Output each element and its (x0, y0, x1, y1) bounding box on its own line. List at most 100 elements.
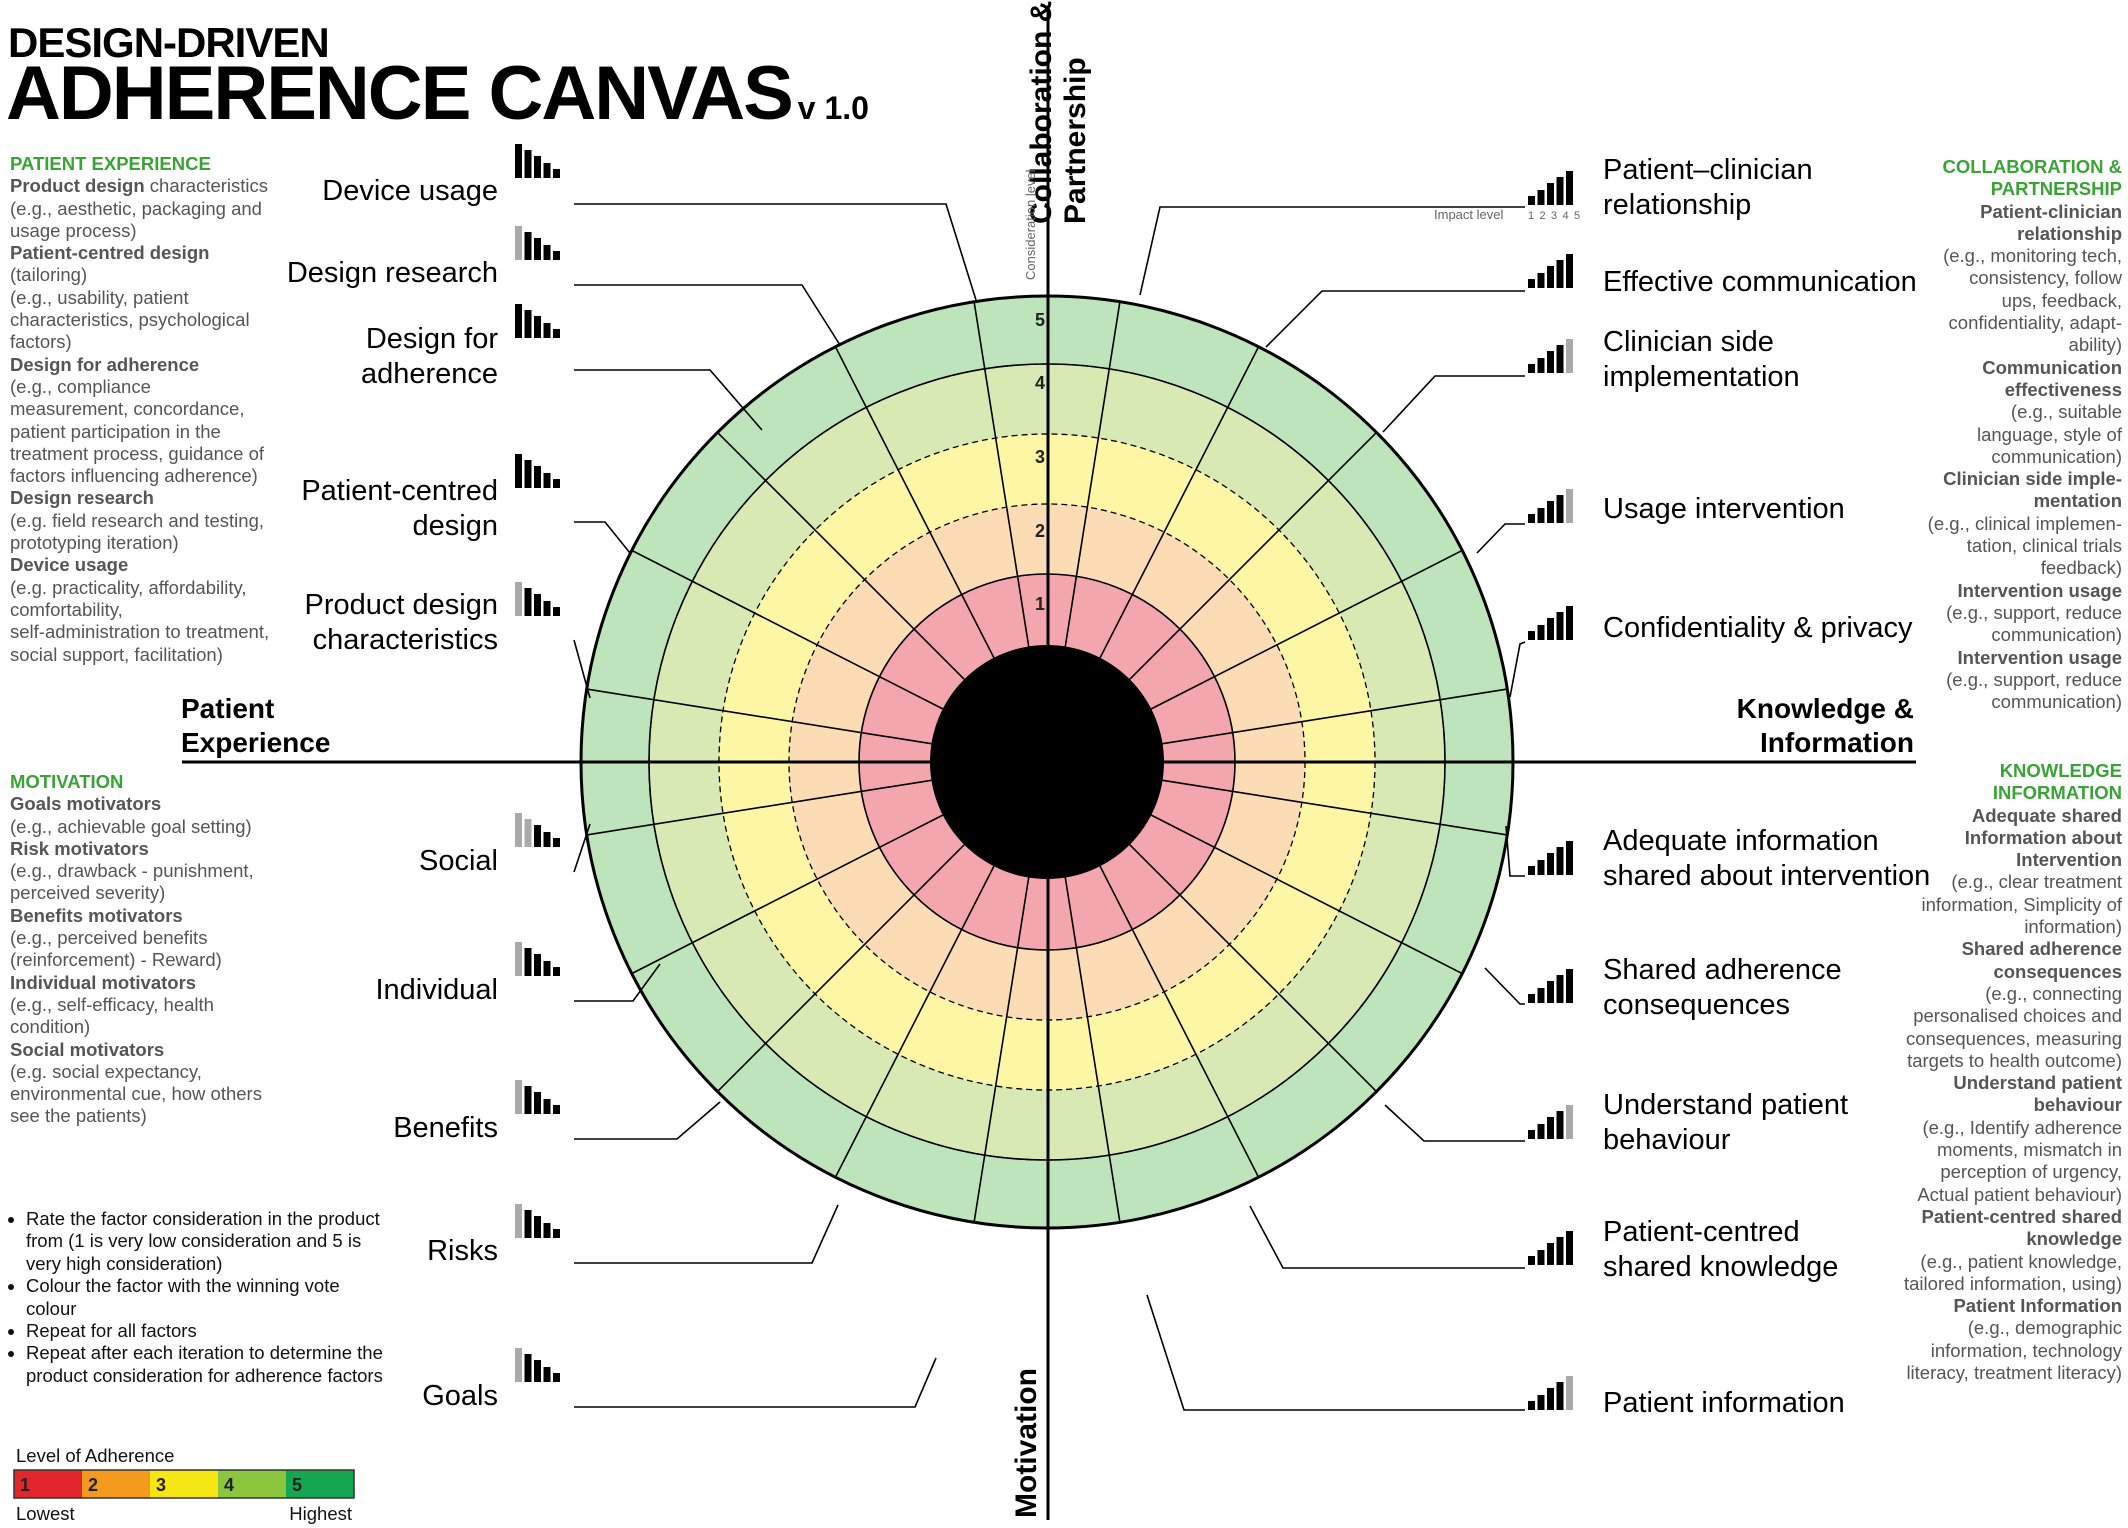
factor-label-co-0: Patient–clinician (1603, 154, 1813, 186)
title-main: ADHERENCE CANVAS (6, 51, 794, 136)
description-line: Individual motivators (10, 971, 197, 993)
impact-bar (1566, 171, 1573, 205)
factor-spoke (973, 301, 1030, 647)
factor-spoke (1099, 865, 1260, 1178)
description-line: feedback) (2040, 557, 2122, 579)
ring-number-1: 1 (1035, 594, 1045, 614)
impact-bar (1566, 606, 1573, 640)
description-line: Shared adherence (1961, 938, 2122, 960)
description-line: Design research (10, 487, 154, 509)
impact-bar (543, 473, 551, 488)
impact-bars-co-2 (1528, 339, 1573, 373)
factor-spoke (1099, 346, 1260, 659)
legend-title: Level of Adherence (16, 1445, 174, 1466)
factor-spoke (834, 865, 995, 1178)
description-line: (reinforcement) - Reward) (10, 949, 222, 971)
legend-swatch-3 (150, 1470, 218, 1498)
leader-line-kn-0 (1505, 825, 1525, 877)
impact-bar (1547, 501, 1554, 523)
impact-bar (1528, 196, 1535, 205)
impact-bar (534, 1360, 541, 1382)
description-line: information, technology (1930, 1339, 2122, 1361)
description-line: usage process) (10, 219, 137, 241)
description-line: condition) (10, 1016, 91, 1038)
description-line: Social motivators (10, 1038, 165, 1060)
impact-bar (543, 832, 551, 847)
factor-label-mo-3: Risks (427, 1235, 498, 1267)
impact-bar (1547, 1243, 1554, 1265)
impact-bar (1547, 1117, 1554, 1139)
leader-line-mo-4 (574, 1357, 937, 1408)
description-line: Information about (1964, 826, 2122, 848)
impact-bar (1556, 612, 1564, 640)
description-line: ability) (2068, 334, 2122, 356)
description-line: perception of urgency, (1940, 1161, 2122, 1183)
impact-bar (515, 1348, 522, 1382)
description-line: (e.g. field research and testing, (10, 509, 265, 531)
impact-bar (1566, 1376, 1573, 1410)
impact-bar (534, 316, 541, 338)
impact-bar (543, 961, 551, 976)
impact-bar (524, 310, 532, 338)
description-line: consistency, follow (1969, 267, 2122, 289)
description-line: see the patients) (10, 1105, 147, 1127)
factor-label-mo-0: Social (419, 845, 498, 877)
description-line: Clinician side imple- (1943, 468, 2122, 490)
impact-bar (524, 1086, 532, 1114)
impact-bar (553, 1229, 560, 1238)
impact-bars-kn-3 (1528, 1231, 1573, 1265)
impact-bar (1566, 969, 1573, 1003)
impact-bar (534, 156, 541, 178)
axis-label-patient-experience: Patient (181, 693, 274, 724)
impact-bar (534, 238, 541, 260)
description-line: prototyping iteration) (10, 532, 179, 554)
description-line: Patient-centred design (10, 242, 210, 264)
impact-bar (1556, 1382, 1564, 1410)
impact-bar (524, 819, 532, 847)
description-line: confidentiality, adapt- (1948, 312, 2122, 334)
impact-bar (524, 948, 532, 976)
impact-bar (1556, 495, 1564, 523)
description-line: Understand patient (1953, 1072, 2122, 1094)
description-line: effectiveness (2004, 378, 2122, 400)
description-line: communication) (1991, 691, 2122, 713)
section-heading: KNOWLEDGE (1999, 760, 2122, 781)
axis-label-patient-experience: Experience (181, 727, 330, 758)
legend-swatch-2 (82, 1470, 150, 1498)
impact-bar (1528, 1130, 1535, 1139)
impact-bar (1566, 1105, 1573, 1139)
description-line: behaviour (2033, 1094, 2122, 1116)
factor-label-kn-3: Patient-centred (1603, 1216, 1800, 1248)
description-line: personalised choices and (1913, 1005, 2122, 1027)
impact-bar (543, 601, 551, 616)
factor-label-kn-2: Understand patient (1603, 1089, 1848, 1121)
factor-label-kn-2: behaviour (1603, 1124, 1731, 1156)
ring-number-3: 3 (1035, 447, 1045, 467)
factor-spoke (1150, 549, 1463, 710)
impact-scale-number: 4 (1563, 210, 1569, 222)
legend-swatch-1 (14, 1470, 82, 1498)
leader-line-mo-3 (574, 1204, 839, 1264)
description-line: tailored information, using) (1904, 1272, 2122, 1294)
title-version: v 1.0 (797, 90, 869, 126)
factor-spoke (716, 431, 965, 680)
impact-bars-co-3 (1528, 489, 1573, 523)
impact-bars-kn-2 (1528, 1105, 1573, 1139)
impact-bar (1547, 853, 1554, 875)
instruction-item: Rate the factor consideration in the pro… (26, 1208, 386, 1275)
description-line: moments, mismatch in (1936, 1139, 2122, 1161)
impact-bar (524, 232, 532, 260)
impact-bar (1566, 339, 1573, 373)
ring-number-4: 4 (1035, 373, 1045, 393)
factor-label-co-4: Confidentiality & privacy (1603, 612, 1913, 644)
impact-bars-co-4 (1528, 606, 1573, 640)
description-line: (e.g., clear treatment (1951, 871, 2122, 893)
factor-spoke (973, 877, 1030, 1223)
impact-bar (553, 607, 560, 616)
leader-line-co-0 (1139, 206, 1525, 296)
impact-bar (1547, 266, 1554, 288)
impact-bar (515, 1204, 522, 1238)
